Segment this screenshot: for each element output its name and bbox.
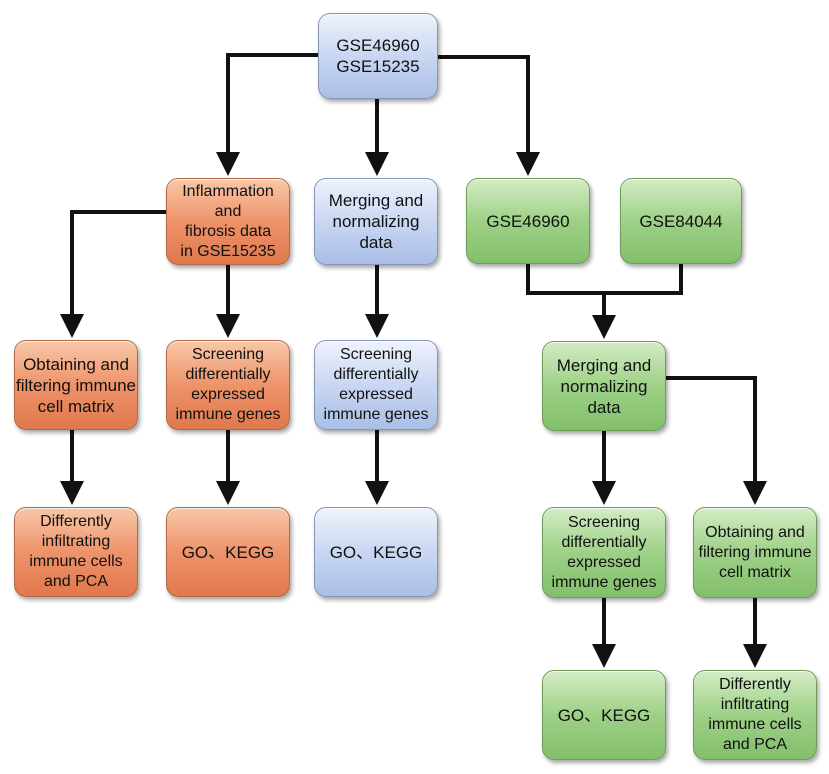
node-root: GSE46960 GSE15235 [318,13,438,99]
node-gse46960-right: GSE46960 [466,178,590,264]
node-screen-mid: Screening differentially expressed immun… [314,340,438,430]
node-obtain-right: Obtaining and filtering immune cell matr… [693,507,817,598]
node-screen-left: Screening differentially expressed immun… [166,340,290,430]
node-merge-right: Merging and normalizing data [542,341,666,431]
node-merge-mid: Merging and normalizing data [314,178,438,265]
node-go-right: GO、KEGG [542,670,666,760]
node-screen-right: Screening differentially expressed immun… [542,507,666,598]
edge-root-to-gse46960-right [438,55,540,176]
node-go-left: GO、KEGG [166,507,290,597]
edge-gse-merge-bracket [526,264,683,295]
edge-inflammation-to-obtain-left [60,210,166,338]
node-obtain-left: Obtaining and filtering immune cell matr… [14,340,138,430]
node-go-mid: GO、KEGG [314,507,438,597]
node-diff-right: Differently infiltrating immune cells an… [693,670,817,760]
edge-root-to-inflammation [216,53,320,176]
node-diff-left: Differently infiltrating immune cells an… [14,507,138,597]
edge-merge-right-to-obtain-right [666,376,767,505]
node-inflammation: Inflammation and fibrosis data in GSE152… [166,178,290,265]
node-gse84044: GSE84044 [620,178,742,264]
